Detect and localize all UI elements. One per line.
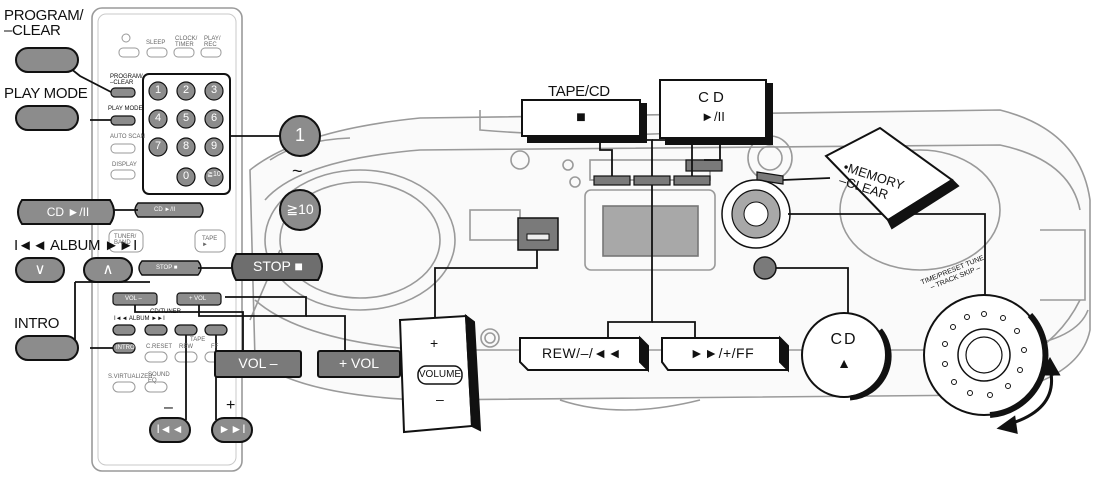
remote-key-stop: STOP ■	[156, 265, 178, 271]
remote-key-play-rec: PLAY/ REC	[204, 36, 221, 48]
number-range-start: 1	[294, 125, 305, 145]
remote-key-intro: INTRO	[116, 345, 135, 351]
remote-number-key-label: 6	[210, 112, 218, 124]
cd-play-label: CD	[698, 89, 728, 106]
tape-cd-label: TAPE/CD	[548, 83, 610, 100]
number-range-tilde: ~	[292, 161, 303, 181]
vol-plus-callout-label: + VOL	[338, 355, 380, 371]
program-clear-callout-label: PROGRAM/ –CLEAR	[4, 7, 84, 39]
album-up-glyph: ∧	[102, 261, 114, 278]
remote-number-key-label: 1	[154, 84, 162, 96]
stop-callout-label: STOP ■	[253, 258, 303, 274]
remote-key-auto-scan: AUTO SCAN	[110, 134, 145, 140]
intro-callout-label: INTRO	[14, 315, 60, 332]
rew-label: REW/–/◄◄	[542, 345, 622, 361]
cd-play-glyph: ►/II	[701, 109, 725, 124]
remote-key-tuner-band: TUNER/ BAND	[114, 234, 137, 246]
ff-label: ►►/+/FF	[689, 345, 755, 361]
number-range-markers	[279, 115, 321, 231]
main-unit-buttons	[517, 159, 791, 280]
remote-key-tape-group: TAPE	[190, 337, 206, 343]
remote-key-sound-eq: SOUND EQ	[148, 372, 170, 384]
volume-plus-label: +	[430, 335, 439, 351]
remote-key-program-clear: PROGRAM/ –CLEAR	[110, 74, 143, 86]
remote-key-s-virtualizer: S.VIRTUALIZER	[108, 374, 153, 380]
remote-key-rew: REW	[179, 344, 193, 350]
volume-minus-label: –	[436, 391, 444, 407]
cd-eject-label: CD	[830, 331, 858, 348]
volume-label: VOLUME	[418, 369, 462, 380]
skip-forward-glyph: ►►I	[218, 422, 246, 436]
skip-plus-sign: +	[226, 397, 236, 414]
remote-key-cd-play: CD ►/II	[154, 207, 176, 213]
cd-eject-glyph: ▲	[837, 355, 851, 371]
remote-key-vol-minus: VOL –	[125, 296, 142, 302]
remote-number-key-label: 7	[154, 140, 162, 152]
remote-key-sleep: SLEEP	[146, 40, 166, 46]
remote-number-key-label: 5	[182, 112, 190, 124]
unit-callout-shapes	[398, 79, 1049, 434]
remote-key-play-mode: PLAY MODE	[108, 106, 143, 112]
remote-key-ff: FF	[211, 344, 219, 350]
remote-body	[91, 7, 243, 472]
remote-key-album: I◄◄ ALBUM ►►I	[114, 316, 165, 322]
remote-key-clock-timer: CLOCK/ TIMER	[175, 36, 198, 48]
cd-play-callout-label: CD ►/II	[46, 205, 90, 219]
album-callout-label: I◄◄ ALBUM ►►I	[14, 237, 138, 254]
remote-number-key-label: 4	[154, 112, 162, 124]
remote-number-key-label: ≧10	[207, 171, 221, 178]
remote-key-tape: TAPE ►	[202, 236, 218, 248]
rotation-arrow	[996, 356, 1061, 434]
album-down-glyph: ∨	[34, 261, 46, 278]
number-range-end: ≧10	[286, 201, 314, 217]
remote-key-display: DISPLAY	[112, 162, 137, 168]
remote-number-key-label: 2	[182, 84, 190, 96]
remote-number-key-label: 9	[210, 140, 218, 152]
remote-key-cd-tuner: CD/TUNER	[150, 309, 181, 315]
remote-key-vol-plus: + VOL	[189, 296, 207, 302]
remote-key-c-reset: C.RESET	[146, 344, 173, 350]
remote-callout-buttons	[15, 47, 401, 443]
tape-cd-stop-glyph: ■	[576, 109, 586, 126]
vol-minus-callout-label: VOL –	[238, 355, 278, 371]
skip-minus-sign: –	[164, 399, 173, 416]
remote-number-keys	[148, 81, 224, 187]
remote-number-key-label: 3	[210, 84, 218, 96]
remote-number-key-label: 8	[182, 140, 190, 152]
play-mode-callout-label: PLAY MODE	[4, 85, 88, 102]
dial-dots	[942, 311, 1027, 398]
remote-number-key-label: 0	[182, 170, 190, 182]
skip-back-glyph: I◄◄	[156, 422, 184, 436]
